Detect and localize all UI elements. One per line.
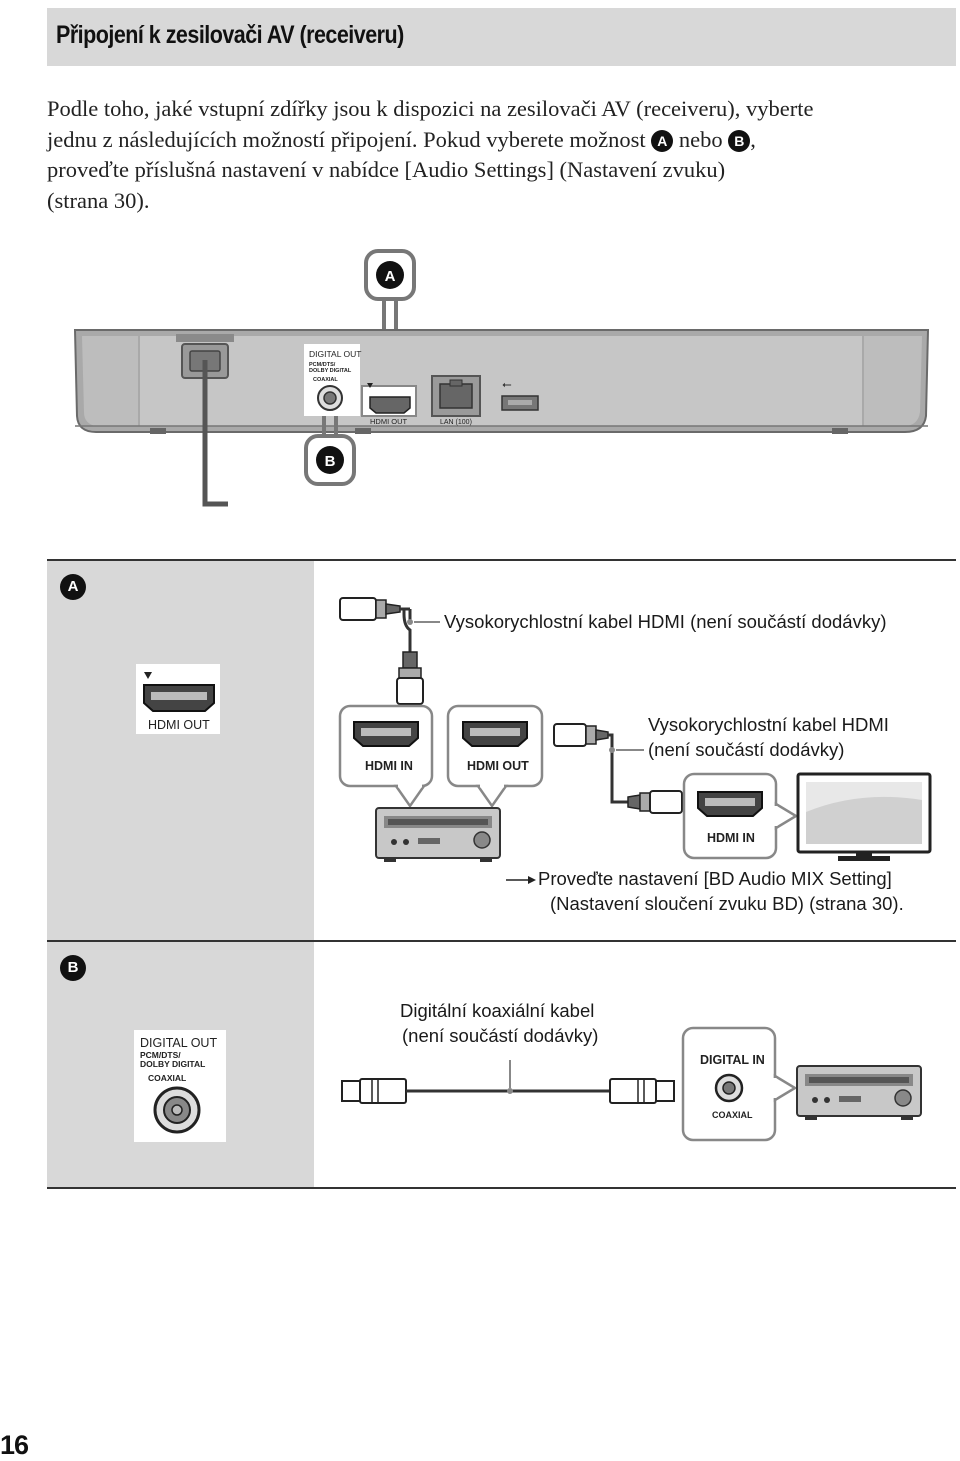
usb-icon: ⭠	[502, 377, 512, 391]
hdmi-cable-1-label: Vysokorychlostní kabel HDMI (není součás…	[444, 611, 887, 632]
intro-line-4: (strana 30).	[47, 187, 150, 213]
intro-line-2-or: nebo	[673, 126, 729, 152]
option-b-diagram: DIGITAL OUT PCM/DTS/ DOLBY DIGITAL COAXI…	[134, 1026, 922, 1142]
section-title-bar: Připojení k zesilovači AV (receiveru)	[47, 8, 956, 66]
coaxial-cable-plug-a	[359, 1078, 407, 1104]
device-lan-label: LAN (100)	[440, 419, 472, 426]
device-pcm-label: PCM/DTS/	[309, 362, 336, 368]
option-a-marker: A	[651, 129, 674, 152]
hdmi-port	[369, 396, 411, 414]
intro-line-2-text: jednu z následujících možností připojení…	[47, 126, 652, 152]
tv-hdmi-in-label: HDMI IN	[707, 831, 755, 845]
hdmi-cable-2-plug-b	[649, 790, 683, 814]
player-rear-panel-illustration: A DIGITAL OUT PCM/DTS/ DOLBY DIGITAL COA…	[73, 249, 930, 507]
intro-line-1: Podle toho, jaké vstupní zdířky jsou k d…	[47, 96, 814, 121]
coaxial-cable-label-line-2: (není součástí dodávky)	[402, 1025, 599, 1046]
player-coaxial-label: COAXIAL	[148, 1073, 186, 1083]
section-title: Připojení k zesilovači AV (receiveru)	[56, 21, 404, 49]
device-coaxial-label: COAXIAL	[313, 377, 338, 383]
chassis-left-cap	[82, 336, 138, 426]
bd-audio-mix-note-line-1: Proveďte nastavení [BD Audio MIX Setting…	[538, 868, 892, 889]
chassis-right-cap	[864, 336, 922, 426]
receiver-hdmi-in-label: HDMI IN	[365, 759, 413, 773]
page-number: 16	[0, 1430, 29, 1460]
receiver-digital-in-label: DIGITAL IN	[700, 1053, 765, 1067]
receiver-hdmi-out-label: HDMI OUT	[467, 759, 529, 773]
option-a-left-column	[47, 561, 314, 941]
bd-audio-mix-note-line-2: (Nastavení sloučení zvuku BD) (strana 30…	[550, 893, 904, 914]
device-dolby-label: DOLBY DIGITAL	[309, 368, 352, 374]
chassis-panel	[140, 336, 862, 426]
coaxial-cable-label-line-1: Digitální koaxiální kabel	[400, 1000, 595, 1021]
option-b-badge: B	[60, 955, 86, 981]
intro-line-3: proveďte příslušná nastavení v nabídce […	[47, 157, 726, 182]
intro-line-2-comma: ,	[750, 126, 756, 152]
hdmi-cable-1-plug-b	[396, 677, 424, 705]
power-cord	[202, 360, 228, 507]
receiver-coaxial-label: COAXIAL	[712, 1110, 753, 1120]
coaxial-cable-plug-b	[609, 1078, 657, 1104]
player-dolby-label: DOLBY DIGITAL	[140, 1059, 205, 1069]
intro-paragraph: Podle toho, jaké vstupní zdířky jsou k d…	[47, 94, 957, 216]
callout-a-label: A	[385, 268, 396, 285]
hdmi-cable-2-label-line-2: (není součástí dodávky)	[648, 739, 845, 760]
option-b-marker: B	[728, 129, 751, 152]
option-a-panel: A	[47, 559, 956, 941]
callout-a-dot	[376, 261, 404, 289]
player-hdmi-out-label: HDMI OUT	[148, 718, 210, 732]
callout-b-dot	[316, 446, 344, 474]
callout-b-label: B	[325, 453, 336, 470]
device-hdmi-out-label: HDMI OUT	[370, 417, 407, 426]
hdmi-cable-2-label-line-1: Vysokorychlostní kabel HDMI	[648, 714, 889, 735]
intro-line-2: jednu z následujících možností připojení…	[47, 125, 957, 156]
device-digital-out-label: DIGITAL OUT	[309, 349, 361, 359]
option-a-badge: A	[60, 574, 86, 600]
player-digital-out-label: DIGITAL OUT	[140, 1036, 217, 1050]
player-pcm-label: PCM/DTS/	[140, 1050, 181, 1060]
option-a-diagram: HDMI OUT HDMI IN HDMI OUT HDMI IN	[136, 597, 932, 884]
